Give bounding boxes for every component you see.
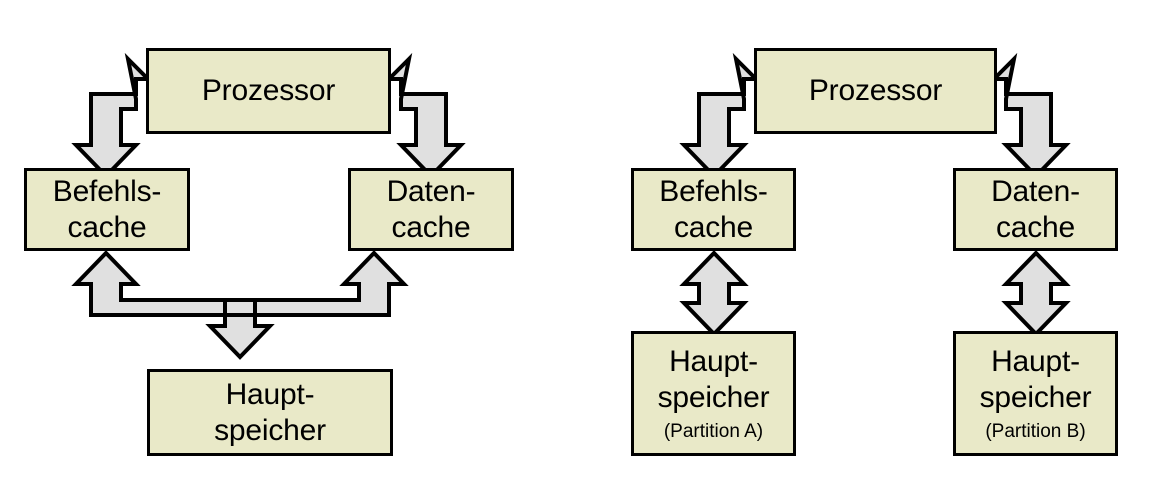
node-label: Daten- cache [386, 174, 476, 244]
node-label: Befehls- cache [659, 174, 768, 244]
node-right-hauptspeicher-a[interactable]: Haupt- speicher (Partition A) [631, 331, 796, 456]
node-sublabel: (Partition A) [663, 420, 764, 442]
node-right-hauptspeicher-b[interactable]: Haupt- speicher (Partition B) [953, 331, 1118, 456]
node-left-hauptspeicher[interactable]: Haupt- speicher [147, 369, 393, 456]
node-sublabel: (Partition B) [985, 420, 1086, 442]
arrow-right-befehlscache-prozessor [679, 52, 761, 179]
node-label: Daten- cache [991, 174, 1080, 244]
node-label: Prozessor [201, 74, 336, 107]
arrow-left-datencache-prozessor [384, 52, 466, 179]
node-left-befehlscache[interactable]: Befehls- cache [24, 168, 190, 251]
node-label: Haupt- speicher [657, 344, 770, 414]
node-right-datencache[interactable]: Daten- cache [953, 168, 1118, 251]
node-label: Befehls- cache [52, 174, 162, 244]
node-right-prozessor[interactable]: Prozessor [754, 48, 997, 134]
node-left-prozessor[interactable]: Prozessor [146, 48, 391, 134]
arrow-right-datencache-prozessor [989, 52, 1071, 179]
node-label: Prozessor [808, 74, 943, 107]
node-label: Haupt- speicher [214, 377, 326, 447]
node-label: Haupt- speicher [979, 344, 1092, 414]
arrow-right-datencache-hauptspeicher-b [1001, 250, 1071, 337]
arrow-right-befehlscache-hauptspeicher-a [679, 250, 749, 337]
arrow-left-befehlscache-prozessor [71, 52, 153, 179]
node-left-datencache[interactable]: Daten- cache [348, 168, 514, 251]
arrow-left-bus-caches-hauptspeicher [71, 250, 409, 360]
node-right-befehlscache[interactable]: Befehls- cache [631, 168, 796, 251]
